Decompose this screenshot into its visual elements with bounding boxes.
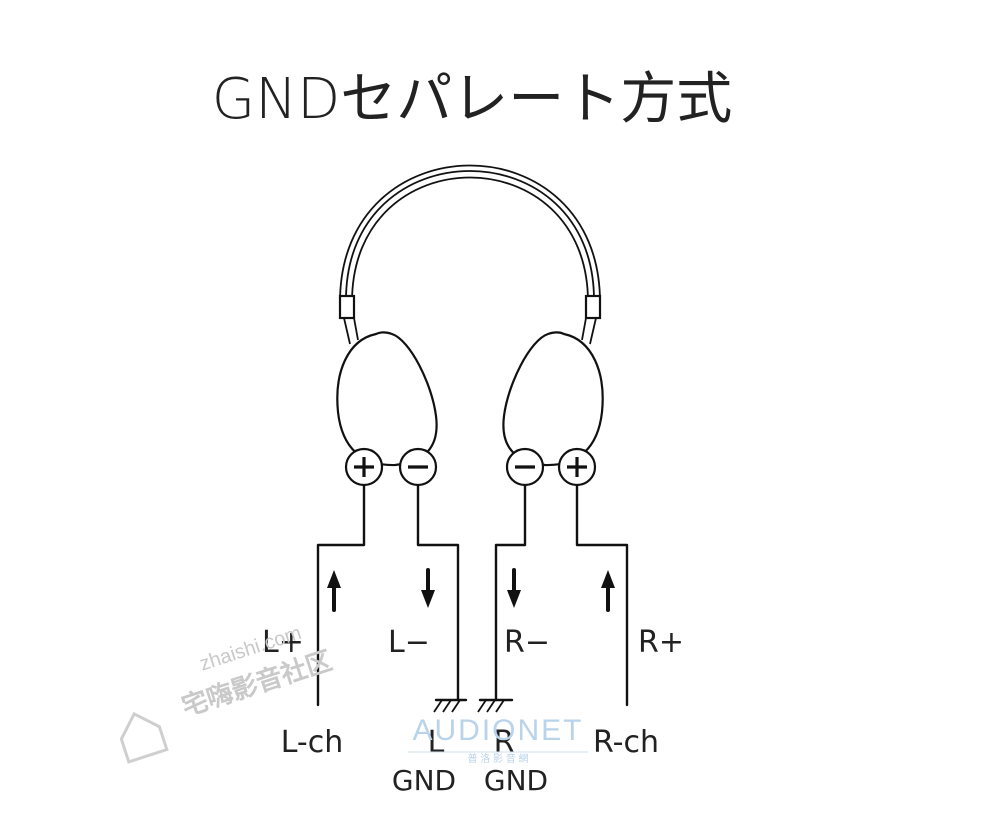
label-right-channel: R-ch bbox=[593, 725, 659, 760]
terminal-right-minus bbox=[505, 447, 545, 487]
arrow-down-right bbox=[507, 568, 521, 608]
label-left-channel: L-ch bbox=[281, 725, 344, 760]
watermark-brand-sub: 普 洛 影 音 網 bbox=[467, 752, 528, 765]
terminal-left-plus bbox=[344, 447, 384, 487]
current-arrows bbox=[327, 568, 615, 612]
label-right-minus: R− bbox=[504, 625, 550, 660]
wire-left-minus bbox=[416, 484, 460, 702]
label-left-gnd-bottom: GND bbox=[392, 764, 456, 797]
wire-left-plus bbox=[316, 484, 366, 707]
label-left-gnd-top: L bbox=[428, 725, 445, 760]
terminal-left-minus bbox=[398, 447, 438, 487]
left-earcup bbox=[336, 331, 438, 467]
right-earcup bbox=[502, 331, 604, 467]
wire-right-minus bbox=[494, 484, 527, 702]
label-right-gnd-bottom: GND bbox=[484, 764, 548, 797]
wire-right-plus bbox=[575, 484, 629, 707]
house-logo-icon bbox=[119, 711, 169, 764]
right-ground-symbol bbox=[477, 698, 514, 713]
left-ground-symbol bbox=[433, 698, 468, 713]
diagram-title: GNDセパレート方式 bbox=[212, 67, 732, 132]
headband bbox=[338, 164, 602, 345]
arrow-up-right bbox=[601, 570, 615, 612]
arrow-down-left bbox=[421, 568, 435, 608]
terminal-right-plus bbox=[557, 447, 597, 487]
wires bbox=[316, 484, 629, 707]
watermark-brand: AUDIONET bbox=[412, 714, 583, 747]
label-left-plus: L+ bbox=[262, 625, 304, 660]
label-left-minus: L− bbox=[388, 625, 430, 660]
label-right-gnd-top: R bbox=[494, 725, 515, 760]
arrow-up-left bbox=[327, 570, 341, 612]
label-right-plus: R+ bbox=[638, 625, 684, 660]
